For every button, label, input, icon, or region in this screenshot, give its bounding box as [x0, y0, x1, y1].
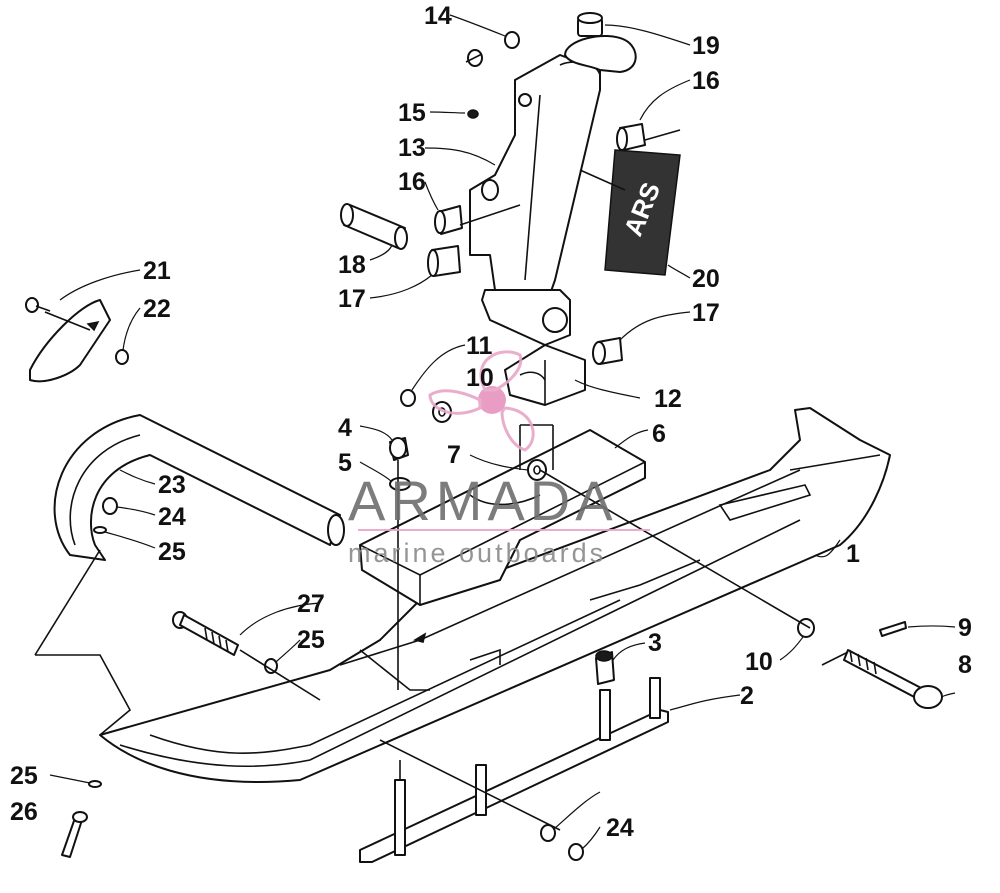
spindle-cap — [564, 12, 637, 73]
callout-1: 1 — [846, 540, 860, 568]
loop-washer — [93, 526, 107, 534]
callout-2: 2 — [740, 682, 754, 710]
bushing-upper — [616, 123, 646, 151]
watermark-tagline: marine outboards — [348, 538, 606, 568]
callout-10-upper: 10 — [466, 364, 494, 392]
spindle — [469, 54, 601, 346]
bushing-middle — [434, 205, 463, 235]
loop-nut — [102, 497, 118, 515]
callouts: 1 2 3 4 5 6 7 8 9 10 10 11 12 13 14 15 1… — [10, 2, 972, 842]
damper-block — [504, 344, 586, 406]
callout-20: 20 — [692, 265, 720, 293]
callout-19: 19 — [692, 32, 720, 60]
grease-fitting — [467, 109, 479, 119]
front-washer — [88, 780, 102, 788]
washer-center — [389, 477, 411, 491]
callout-22: 22 — [143, 295, 171, 323]
wear-bar-spacer — [595, 650, 615, 685]
loop-bolt — [172, 611, 239, 656]
callout-24-upper: 24 — [158, 503, 186, 531]
callout-26: 26 — [10, 798, 38, 826]
callout-25-bolt: 25 — [297, 626, 325, 654]
ski — [99, 407, 891, 783]
bushing-lower-left — [427, 245, 461, 277]
callout-3: 3 — [648, 629, 662, 657]
callout-27: 27 — [297, 590, 325, 618]
callout-23: 23 — [158, 471, 186, 499]
assembly-lines — [34, 129, 849, 831]
callout-11: 11 — [466, 332, 493, 360]
front-bracket — [29, 299, 111, 383]
callout-17-right: 17 — [692, 299, 720, 327]
saddle — [359, 429, 646, 606]
callout-4: 4 — [338, 414, 352, 442]
callout-13: 13 — [398, 134, 426, 162]
callout-25-loop: 25 — [158, 538, 186, 566]
watermark: ARMADA marine outboards — [348, 350, 650, 568]
callout-25-front: 25 — [10, 762, 38, 790]
rear-washer — [540, 824, 556, 842]
bolt-main — [843, 649, 943, 709]
callout-17-left: 17 — [338, 285, 366, 313]
callout-6: 6 — [652, 420, 666, 448]
callout-8: 8 — [958, 651, 972, 679]
callout-7: 7 — [447, 441, 461, 469]
callout-9: 9 — [958, 614, 972, 642]
callout-5: 5 — [338, 449, 352, 477]
cotter-pin — [879, 621, 907, 637]
decal: ARS — [604, 149, 681, 276]
bushing-lower-right — [592, 337, 623, 365]
callout-16-middle: 16 — [398, 168, 426, 196]
bracket-nut — [115, 349, 129, 365]
callout-15: 15 — [398, 99, 426, 127]
bracket-screw — [25, 297, 51, 313]
spindle-washer — [465, 31, 520, 67]
callout-10-lower: 10 — [745, 648, 773, 676]
callout-16-upper: 16 — [692, 67, 720, 95]
watermark-propeller-icon — [428, 350, 535, 452]
ski-loop — [53, 414, 345, 561]
callout-14: 14 — [424, 2, 452, 30]
sleeve — [340, 203, 408, 250]
callout-21: 21 — [143, 257, 171, 285]
rear-nut — [568, 843, 584, 861]
callout-18: 18 — [338, 251, 366, 279]
watermark-brand: ARMADA — [348, 469, 618, 532]
front-screw — [61, 811, 88, 858]
callout-12: 12 — [654, 385, 682, 413]
nut — [389, 437, 409, 461]
nut-eleven — [400, 389, 416, 407]
leader-lines — [49, 14, 956, 850]
callout-24-lower: 24 — [606, 814, 634, 842]
